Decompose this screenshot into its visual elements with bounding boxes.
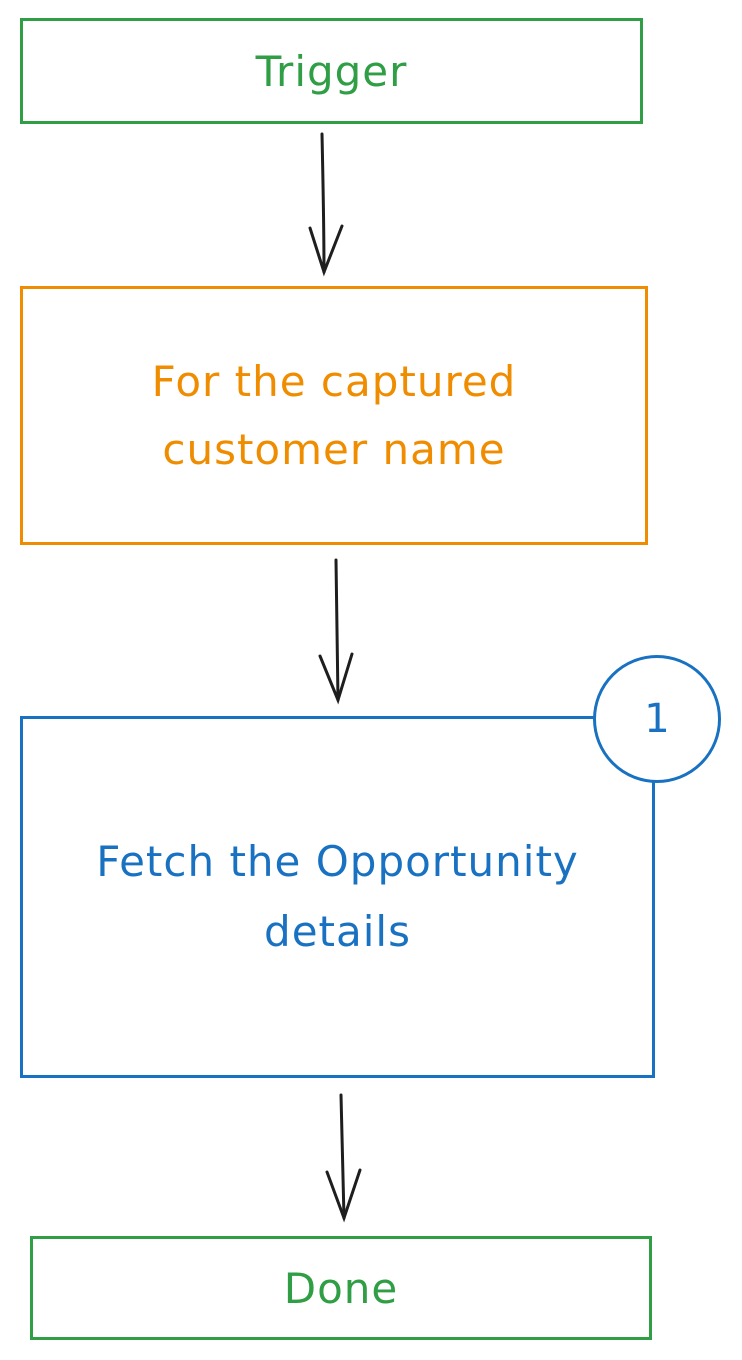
loop-label-line-2: customer name [162, 424, 506, 474]
arrow-trigger-to-loop [308, 132, 344, 277]
done-label: Done [283, 1263, 399, 1313]
arrow-loop-to-fetch [318, 558, 354, 705]
loop-node: For the captured customer name [20, 286, 648, 545]
loop-label-line-1: For the captured [151, 356, 517, 406]
arrow-fetch-to-done [325, 1093, 362, 1223]
fetch-label-line-1: Fetch the Opportunity [96, 837, 579, 886]
fetch-label: Fetch the Opportunity details [96, 827, 579, 967]
trigger-node: Trigger [20, 18, 643, 124]
loop-label: For the captured customer name [152, 348, 517, 484]
fetch-label-line-2: details [264, 907, 411, 956]
done-node: Done [30, 1236, 652, 1340]
step-number-badge: 1 [593, 655, 721, 783]
step-number-label: 1 [644, 696, 670, 742]
trigger-label: Trigger [255, 46, 408, 96]
fetch-node: Fetch the Opportunity details [20, 716, 655, 1078]
